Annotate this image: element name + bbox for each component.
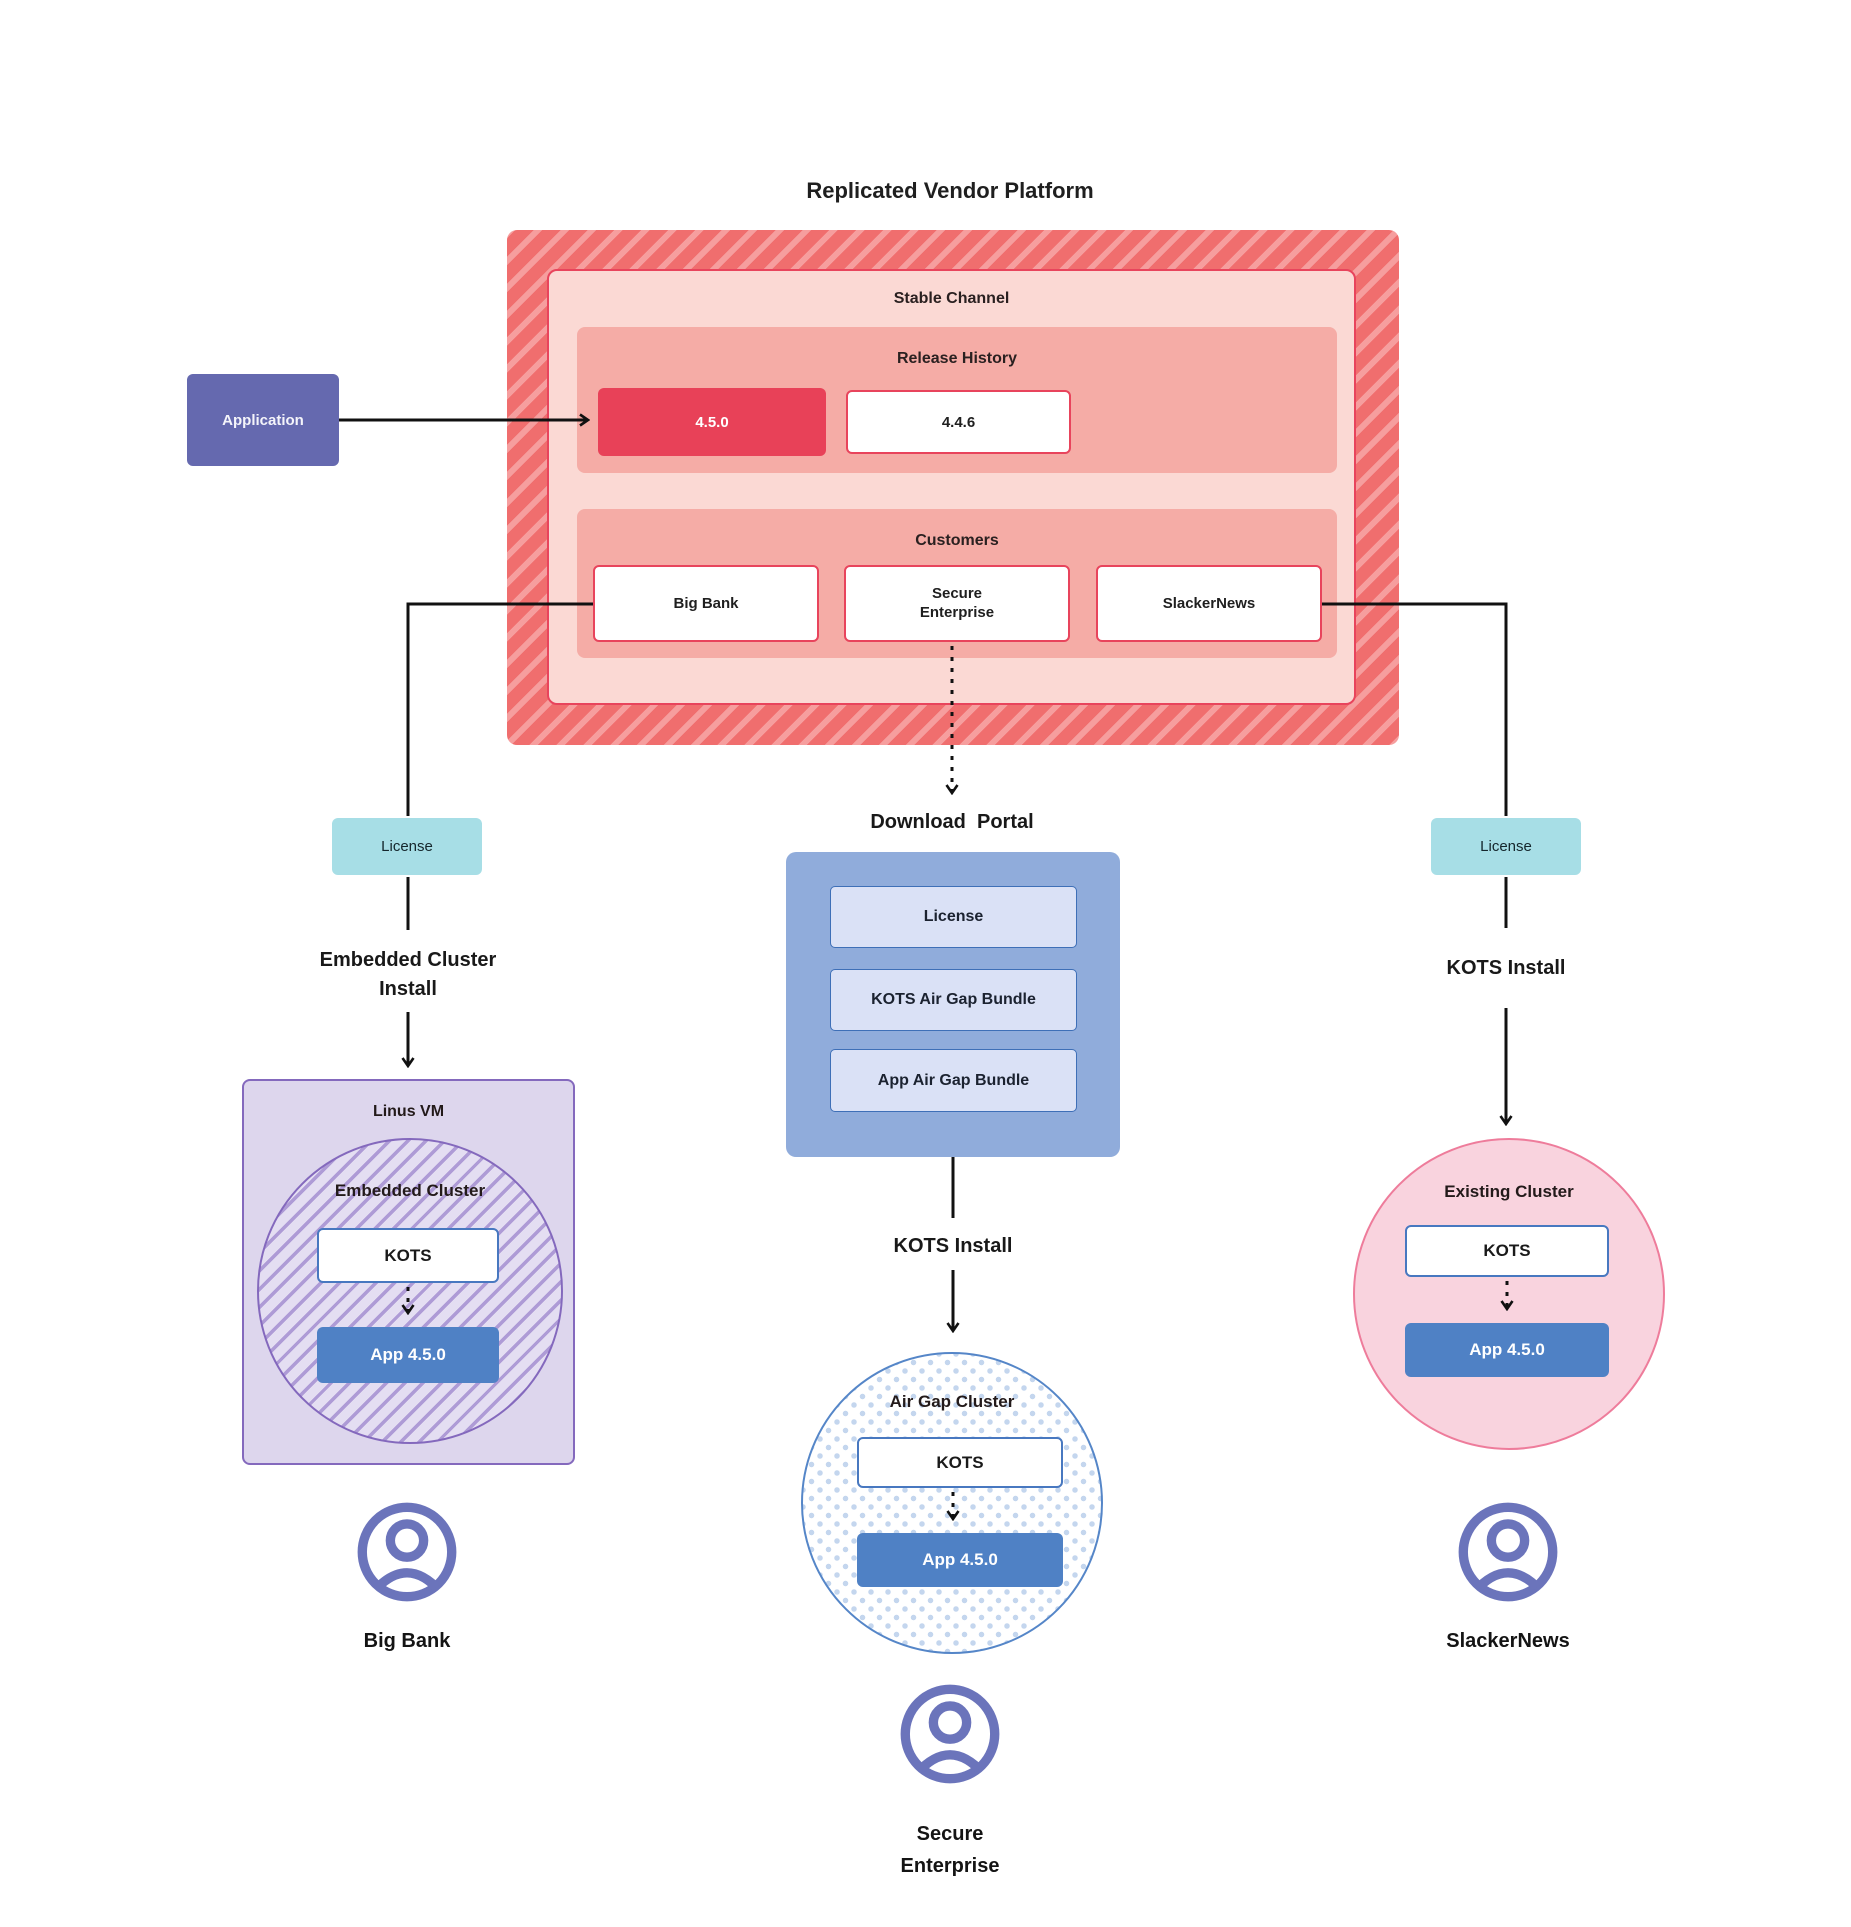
portal-item-kots-airgap-bundle: KOTS Air Gap Bundle [830,969,1077,1031]
stable-channel-label: Stable Channel [893,290,1010,307]
user-icon [900,1684,1000,1784]
user-icon [1458,1502,1558,1602]
existing-cluster-label: Existing Cluster [1444,1182,1574,1201]
kots-install-label-right: KOTS Install [1446,957,1566,979]
customer-slackernews: SlackerNews [1096,565,1322,642]
license-box-right: License [1431,818,1581,875]
app-box-left: App 4.5.0 [317,1327,499,1383]
license-box-left: License [332,818,482,875]
user-icon [357,1502,457,1602]
user-label-secure-enterprise: Secure Enterprise [900,1823,1000,1877]
customer-big-bank: Big Bank [593,565,819,642]
air-gap-cluster-label: Air Gap Cluster [889,1392,1015,1411]
kots-box-center: KOTS [857,1437,1063,1488]
release-4-4-6: 4.4.6 [846,390,1071,454]
embedded-cluster-circle [257,1138,563,1444]
user-label-slackernews: SlackerNews [1446,1630,1570,1652]
linus-vm-label: Linus VM [372,1103,445,1120]
download-portal-label: Download Portal [870,811,1034,833]
embedded-cluster-install-label: Embedded Cluster Install [319,949,497,1000]
embedded-cluster-label: Embedded Cluster [334,1181,486,1200]
user-label-big-bank: Big Bank [363,1630,451,1652]
release-4-5-0: 4.5.0 [598,388,826,456]
diagram-title: Replicated Vendor Platform [806,178,1094,203]
kots-install-label-center: KOTS Install [893,1235,1013,1257]
application-box: Application [187,374,339,466]
customer-secure-enterprise: Secure Enterprise [844,565,1070,642]
portal-item-license: License [830,886,1077,948]
portal-item-app-airgap-bundle: App Air Gap Bundle [830,1049,1077,1112]
app-box-center: App 4.5.0 [857,1533,1063,1587]
kots-box-right: KOTS [1405,1225,1609,1277]
existing-cluster-circle [1353,1138,1665,1450]
kots-box-left: KOTS [317,1228,499,1283]
customers-label: Customers [915,532,999,549]
release-history-label: Release History [896,350,1018,367]
app-box-right: App 4.5.0 [1405,1323,1609,1377]
